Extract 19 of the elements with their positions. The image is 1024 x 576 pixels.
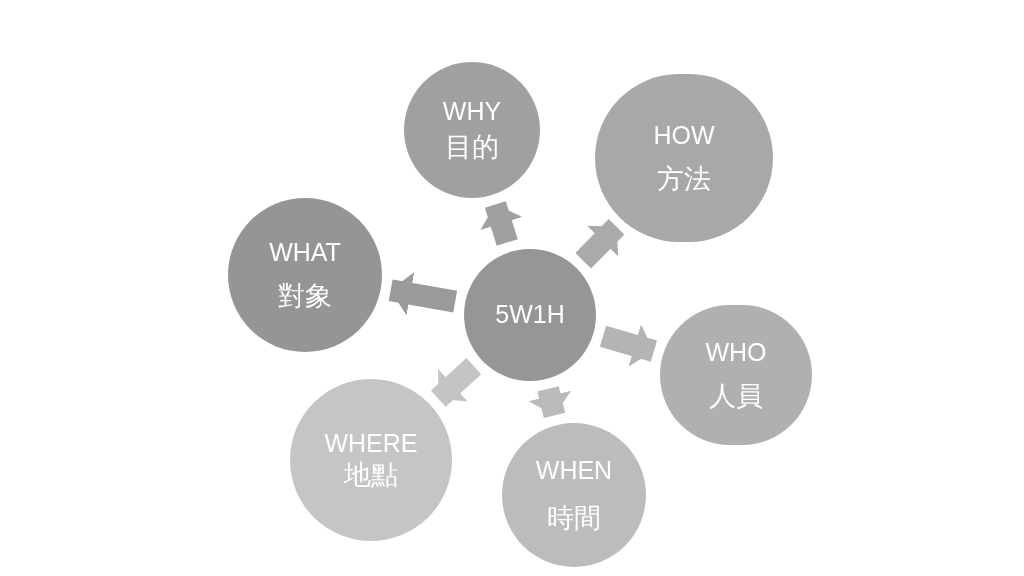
topic-title: WHY (442, 95, 502, 127)
topic-title: WHEN (535, 454, 613, 486)
block-arrow (528, 386, 572, 418)
topic-title: HOW (653, 119, 715, 151)
block-arrow (388, 272, 458, 316)
topic-subtitle: 人員 (709, 379, 763, 413)
topic-subtitle: 方法 (657, 162, 711, 196)
block-arrow (575, 219, 625, 269)
block-arrow (430, 358, 482, 407)
topic-subtitle: 時間 (547, 501, 601, 535)
topic-subtitle: 目的 (445, 130, 499, 164)
topic-title: WHAT (269, 236, 341, 268)
block-arrow (599, 324, 658, 367)
block-arrow (480, 201, 523, 246)
topic-subtitle: 對象 (278, 279, 332, 313)
topic-title: WHO (705, 336, 767, 368)
topic-title: 5W1H (495, 299, 565, 331)
topic-subtitle: 地點 (344, 458, 398, 492)
topic-title: WHERE (324, 427, 418, 459)
